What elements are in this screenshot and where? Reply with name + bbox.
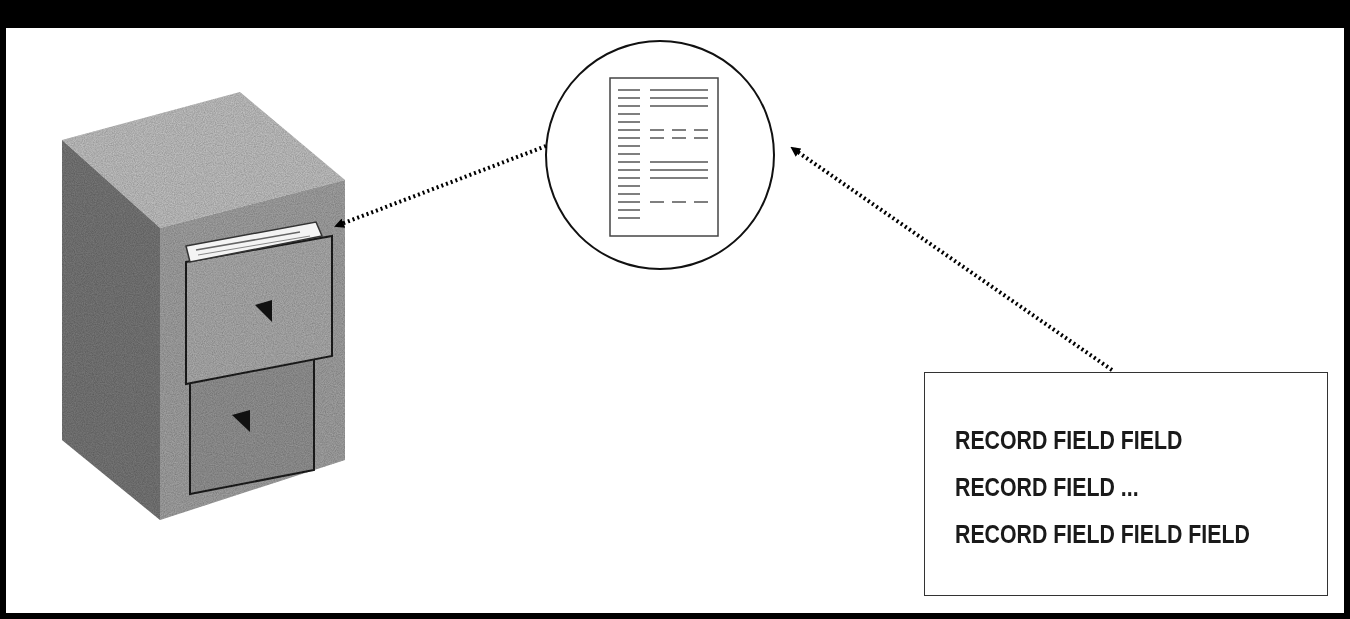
document-icon bbox=[610, 78, 718, 236]
record-box: RECORD FIELD FIELDRECORD FIELD ...RECORD… bbox=[924, 372, 1328, 596]
dotted-arrow bbox=[336, 146, 546, 226]
filing-cabinet bbox=[62, 92, 345, 520]
record-line: RECORD FIELD FIELD bbox=[955, 417, 1260, 464]
drawer-handle bbox=[255, 300, 272, 322]
file-folder bbox=[186, 222, 322, 262]
record-line: RECORD FIELD ... bbox=[955, 464, 1260, 511]
drawer-handle bbox=[232, 410, 250, 432]
record-circle bbox=[546, 41, 774, 269]
dotted-arrow bbox=[792, 148, 1112, 370]
record-line: RECORD FIELD FIELD FIELD bbox=[955, 511, 1260, 558]
